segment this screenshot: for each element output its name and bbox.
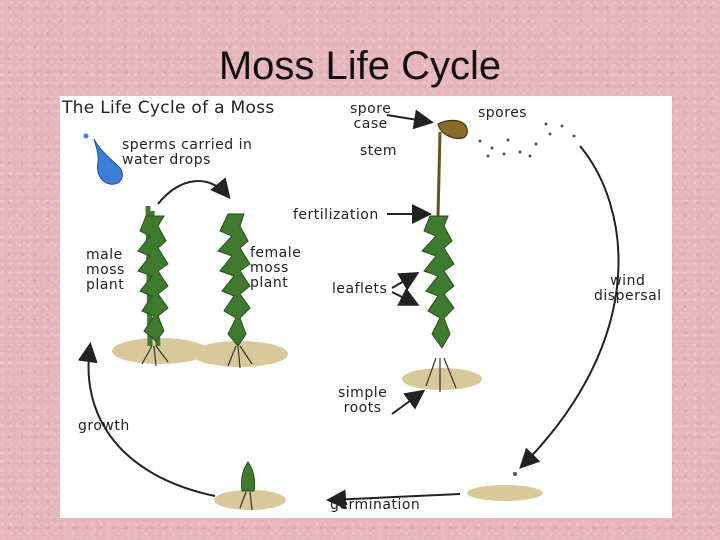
water-drop-icon <box>83 133 123 185</box>
diagram-title: The Life Cycle of a Moss <box>62 98 275 118</box>
spores-label: spores <box>478 105 528 121</box>
leaflets-arrow-down <box>391 287 420 306</box>
leaflets-label: leaflets <box>332 281 388 297</box>
female-moss-plant <box>192 213 288 369</box>
sperm-transfer-arrow <box>157 177 231 205</box>
stem-label: stem <box>360 143 398 159</box>
wind-dispersal-label: wind dispersal <box>594 273 662 304</box>
spore-bed <box>467 472 543 501</box>
growth-arrow <box>77 342 216 497</box>
male-moss-label: male moss plant <box>86 247 125 293</box>
male-moss-plant <box>112 205 208 367</box>
young-moss-plant <box>214 461 286 511</box>
slide-title: Moss Life Cycle <box>218 44 502 88</box>
growth-label: growth <box>78 418 130 434</box>
simple-roots-label: simple roots <box>338 385 388 416</box>
sperms-label: sperms carried in water drops <box>122 137 253 168</box>
fertilization-label: fertilization <box>293 207 379 223</box>
spore-case-label: spore case <box>350 101 392 132</box>
roots-arrow <box>391 389 426 415</box>
female-moss-label: female moss plant <box>250 245 302 291</box>
spore-case-arrow <box>386 109 434 130</box>
moss-life-cycle-diagram: The Life Cycle of a Moss sperms carried … <box>60 96 672 518</box>
leaflets-arrow-up <box>391 271 420 291</box>
germination-arrow <box>326 489 461 510</box>
spore-dots <box>478 122 576 158</box>
germination-label: germination <box>330 497 421 513</box>
wind-dispersal-arrow <box>519 145 620 469</box>
diagram-artwork <box>77 109 620 511</box>
sporophyte-moss-plant <box>402 119 482 392</box>
